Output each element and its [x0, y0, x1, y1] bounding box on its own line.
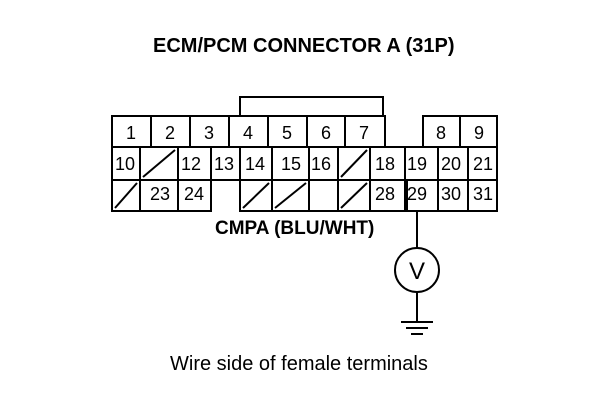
pin-12: 12 [181, 154, 201, 174]
pin-23: 23 [150, 184, 170, 204]
voltmeter-symbol: V [409, 258, 425, 285]
unused-terminal-slash [142, 149, 176, 178]
unused-terminal-slash [340, 149, 368, 178]
pin-21: 21 [473, 154, 493, 174]
pin-4: 4 [243, 123, 253, 143]
pin-30: 30 [441, 184, 461, 204]
pin-1: 1 [126, 123, 136, 143]
pin-8: 8 [436, 123, 446, 143]
pin-31: 31 [473, 184, 493, 204]
connector-lock-tab [239, 96, 384, 117]
pin-10: 10 [115, 154, 135, 174]
pin-29: 29 [407, 184, 427, 204]
unused-terminal-slash [242, 182, 270, 209]
pin-16: 16 [311, 154, 331, 174]
pin-20: 20 [441, 154, 461, 174]
pin-18: 18 [375, 154, 395, 174]
pin-3: 3 [204, 123, 214, 143]
pin-7: 7 [359, 123, 369, 143]
pin-6: 6 [321, 123, 331, 143]
pin-15: 15 [281, 154, 301, 174]
pin-24: 24 [184, 184, 204, 204]
terminal-cell [467, 179, 498, 212]
terminal-cell [271, 179, 310, 212]
ground-icon [401, 321, 433, 335]
pin-14: 14 [245, 154, 265, 174]
pin-19: 19 [407, 154, 427, 174]
pin-2: 2 [165, 123, 175, 143]
unused-terminal-slash [114, 182, 138, 209]
pin-9: 9 [474, 123, 484, 143]
unused-terminal-slash [274, 182, 307, 209]
pin-28: 28 [375, 184, 395, 204]
diagram-title: ECM/PCM CONNECTOR A (31P) [153, 35, 455, 57]
ecm-pcm-connector-a [111, 96, 498, 212]
wire-label: CMPA (BLU/WHT) [215, 218, 374, 239]
terminal-cell [177, 179, 212, 212]
pin-13: 13 [214, 154, 234, 174]
pin-5: 5 [282, 123, 292, 143]
voltmeter-icon: V [394, 247, 440, 293]
pin-labels: 1 2 3 4 5 6 7 8 9 10 12 13 14 15 16 18 1… [115, 123, 493, 204]
unused-terminal-slash [340, 182, 368, 209]
diagram-caption: Wire side of female terminals [170, 353, 428, 375]
